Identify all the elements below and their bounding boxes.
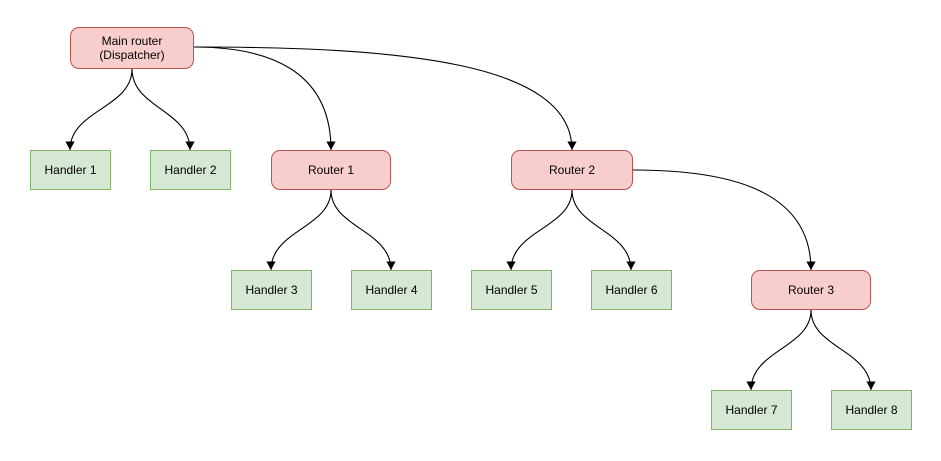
edges-group xyxy=(69,46,872,391)
edge-e-r3-h8 xyxy=(810,309,872,391)
node-handler-4[interactable]: Handler 4 xyxy=(351,270,432,310)
arrowhead-a-h5 xyxy=(506,261,516,270)
edge-e-r1-h3 xyxy=(270,189,332,271)
node-router-1[interactable]: Router 1 xyxy=(271,150,391,190)
edge-e-r1-h4 xyxy=(330,189,392,271)
node-handler-8[interactable]: Handler 8 xyxy=(831,390,912,430)
edge-e-main-h1 xyxy=(69,68,133,151)
arrowhead-a-h2 xyxy=(185,141,195,150)
node-handler-3[interactable]: Handler 3 xyxy=(231,270,312,310)
arrowhead-a-h1 xyxy=(65,141,75,150)
arrowhead-a-h4 xyxy=(386,261,396,270)
arrowhead-a-r1 xyxy=(326,141,336,150)
node-handler-2[interactable]: Handler 2 xyxy=(150,150,231,190)
edge-e-main-r1 xyxy=(193,46,332,151)
arrowhead-a-h7 xyxy=(746,381,756,390)
edge-e-r2-h5 xyxy=(510,189,573,271)
node-router-2[interactable]: Router 2 xyxy=(511,150,633,190)
node-handler-1[interactable]: Handler 1 xyxy=(30,150,111,190)
edge-e-r2-h6 xyxy=(571,189,632,271)
node-handler-5[interactable]: Handler 5 xyxy=(471,270,552,310)
arrowhead-a-h3 xyxy=(266,261,276,270)
node-handler-7[interactable]: Handler 7 xyxy=(711,390,792,430)
edge-e-r2-r3 xyxy=(632,169,812,271)
edge-e-r3-h7 xyxy=(750,309,812,391)
arrowhead-a-h6 xyxy=(626,261,636,270)
edge-e-main-h2 xyxy=(131,68,191,151)
arrowhead-a-r3 xyxy=(806,261,816,270)
node-router-3[interactable]: Router 3 xyxy=(751,270,871,310)
node-handler-6[interactable]: Handler 6 xyxy=(591,270,672,310)
arrowhead-a-h8 xyxy=(866,381,876,390)
edge-e-main-r2 xyxy=(193,46,573,151)
node-main-router[interactable]: Main router (Dispatcher) xyxy=(70,27,194,69)
arrowhead-a-r2 xyxy=(567,141,577,150)
